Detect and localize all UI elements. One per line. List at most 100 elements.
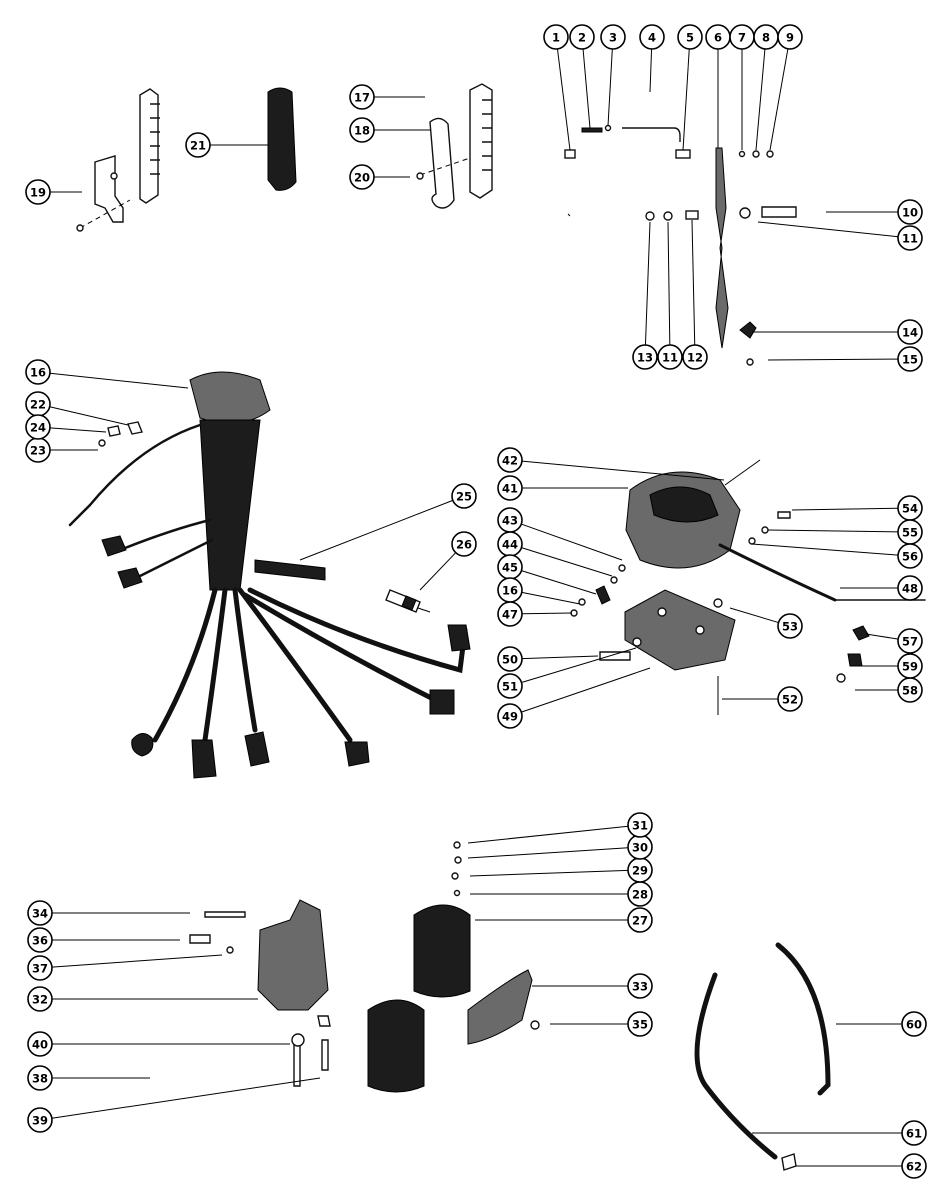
callout-c17: 17: [349, 84, 375, 110]
leader-line-c45: [521, 570, 597, 595]
callout-c9: 9: [777, 24, 803, 50]
callout-circle: [25, 179, 51, 205]
leader-line-c9: [769, 48, 789, 151]
callout-circle: [632, 344, 658, 370]
callout-circle: [27, 1065, 53, 1091]
callout-c24: 24: [25, 414, 51, 440]
callout-circle: [543, 24, 569, 50]
callout-leader-lines: [49, 48, 902, 1167]
part-43-47-small-hardware: [570, 564, 626, 617]
callout-c39: 39: [27, 1107, 53, 1133]
callout-circle: [27, 1107, 53, 1133]
callout-circle: [27, 955, 53, 981]
leader-line-c47: [521, 612, 573, 615]
callout-c35: 35: [627, 1011, 653, 1037]
callout-number: 33: [632, 980, 648, 994]
leader-line-c51: [521, 647, 637, 684]
callout-number: 61: [906, 1127, 922, 1141]
leader-line-c49: [521, 667, 651, 713]
leader-line-c2: [582, 48, 591, 129]
leader-line-c53: [729, 607, 779, 624]
callout-circle: [777, 24, 803, 50]
callout-c58: 58: [897, 677, 923, 703]
callout-number: 31: [632, 819, 648, 833]
callout-circle: [897, 543, 923, 569]
callout-c47: 47: [497, 601, 523, 627]
callout-c52: 52: [777, 686, 803, 712]
callout-c49: 49: [497, 703, 523, 729]
callout-number: 53: [782, 620, 798, 634]
callout-c36: 36: [27, 927, 53, 953]
part-25-strap: [254, 559, 326, 581]
callout-c43: 43: [497, 507, 523, 533]
callout-number: 42: [502, 454, 518, 468]
callout-number: 16: [502, 584, 518, 598]
callout-c53: 53: [777, 613, 803, 639]
callout-number: 48: [902, 582, 918, 596]
callout-c27: 27: [627, 907, 653, 933]
callout-number: 41: [502, 482, 518, 496]
callout-circle: [27, 927, 53, 953]
leader-line-c31: [467, 825, 629, 844]
callout-circle: [777, 613, 803, 639]
leader-line-c30: [467, 847, 629, 859]
callout-c21: 21: [185, 132, 211, 158]
callout-c28: 28: [627, 881, 653, 907]
callout-number: 51: [502, 680, 518, 694]
leader-line-c3: [607, 48, 613, 127]
callout-circle: [657, 344, 683, 370]
callout-c44: 44: [497, 531, 523, 557]
callout-c29: 29: [627, 857, 653, 883]
callout-circle: [901, 1153, 927, 1179]
callout-circle: [901, 1120, 927, 1146]
callout-number: 17: [354, 91, 370, 105]
leader-line-c43: [521, 523, 623, 561]
leader-line-c12: [691, 219, 696, 346]
callout-c3: 3: [600, 24, 626, 50]
leader-line-c25: [299, 499, 454, 561]
leader-line-c54: [791, 507, 899, 511]
callout-c60: 60: [901, 1011, 927, 1037]
callout-number: 11: [662, 351, 678, 365]
callout-number: 13: [637, 351, 653, 365]
leader-line-c44: [521, 547, 613, 577]
callout-c11a: 11: [897, 225, 923, 251]
leader-line-c56: [751, 543, 899, 556]
leader-line-c37: [51, 954, 223, 968]
callout-number: 58: [902, 684, 918, 698]
callout-number: 14: [902, 326, 918, 340]
callout-number: 49: [502, 710, 518, 724]
callout-c15: 15: [897, 346, 923, 372]
part-49-distributor-base: [599, 589, 736, 715]
callout-c31: 31: [627, 812, 653, 838]
leader-line-c22: [49, 406, 129, 426]
callout-circle: [627, 812, 653, 838]
callout-circle: [600, 24, 626, 50]
callout-number: 5: [686, 31, 694, 45]
callout-c48: 48: [897, 575, 923, 601]
callout-c11b: 11: [657, 344, 683, 370]
callout-circle: [497, 673, 523, 699]
part-32-coil-bracket: [189, 899, 331, 1087]
callout-number: 29: [632, 864, 648, 878]
callout-number: 62: [906, 1160, 922, 1174]
callout-c25: 25: [451, 483, 477, 509]
callout-number: 40: [32, 1038, 48, 1052]
callout-circle: [27, 1031, 53, 1057]
callout-number: 34: [32, 907, 48, 921]
callout-circle: [897, 346, 923, 372]
callout-c55: 55: [897, 519, 923, 545]
leader-line-c39: [51, 1077, 321, 1119]
callout-circle: [897, 199, 923, 225]
callout-number: 22: [30, 398, 46, 412]
callout-circle: [185, 132, 211, 158]
callout-c42: 42: [497, 447, 523, 473]
callout-c20: 20: [349, 164, 375, 190]
callout-circle: [497, 447, 523, 473]
part-17-18-20-bracket: [416, 83, 493, 209]
callout-c62: 62: [901, 1153, 927, 1179]
callout-circle: [901, 1011, 927, 1037]
callout-circle: [25, 359, 51, 385]
callout-number: 24: [30, 421, 46, 435]
